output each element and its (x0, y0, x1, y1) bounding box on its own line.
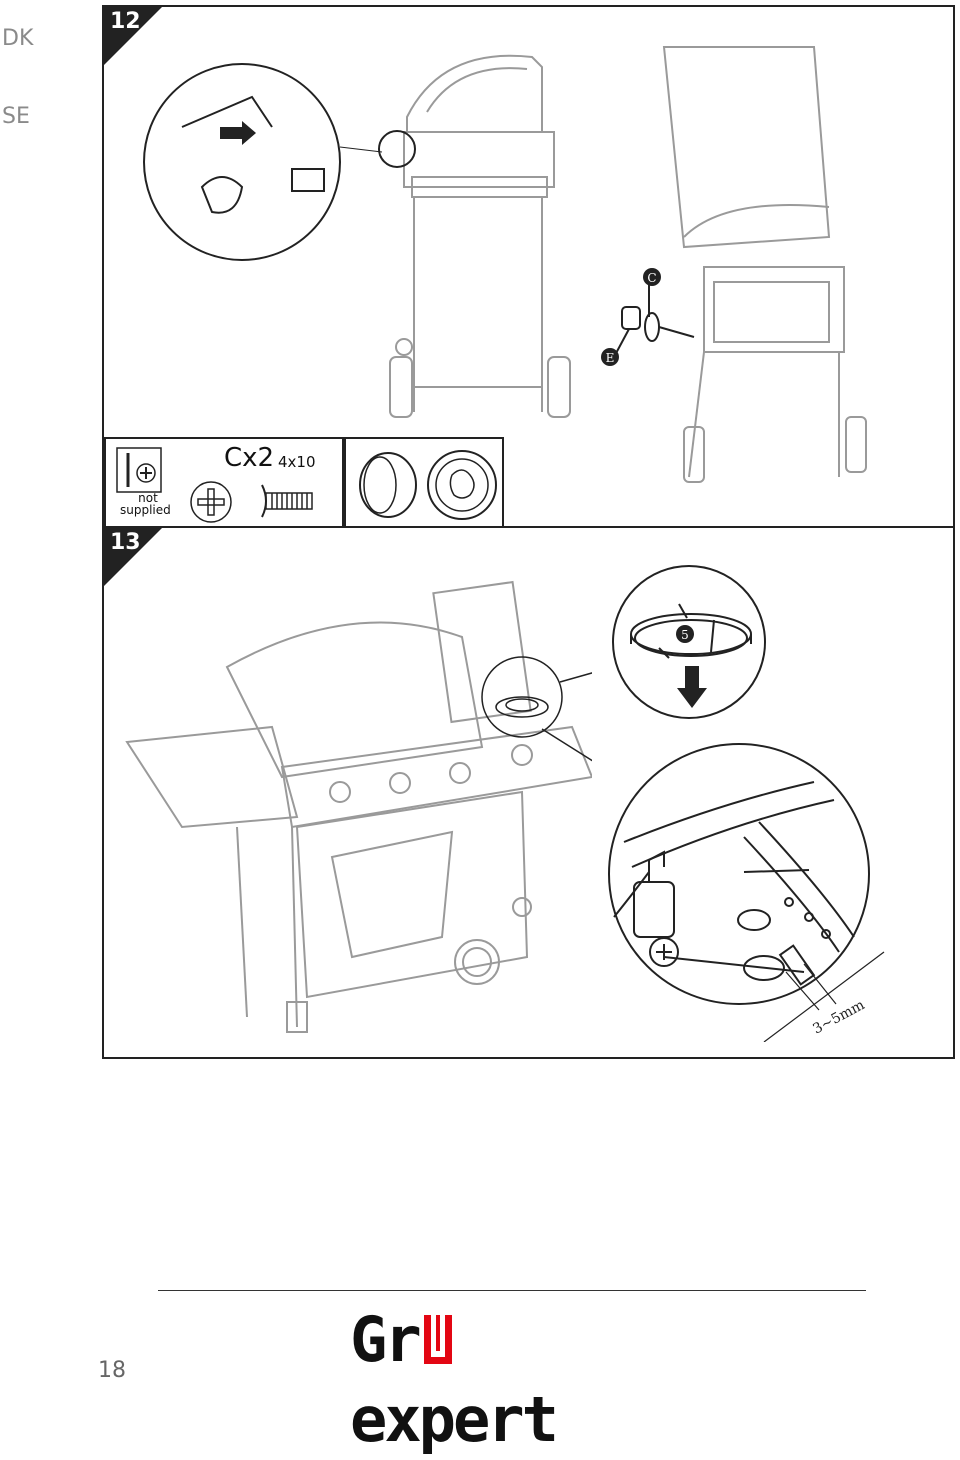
instruction-frame: 12 (102, 5, 955, 1059)
gap-measurement-label: 3~5mm (810, 997, 867, 1037)
callout-5-label: 5 (681, 628, 689, 642)
step-13-grill-illustration (125, 580, 592, 1033)
step-divider (104, 526, 953, 528)
step-12-tab: 12 (104, 7, 162, 65)
not-supplied-line2: supplied (120, 503, 171, 517)
step-12-grill-side-view (143, 54, 571, 418)
arrow-down-icon (677, 666, 707, 708)
step-13-tab: 13 (104, 528, 162, 586)
brand-logo-prefix: Gr (350, 1303, 422, 1376)
screw-icon (261, 484, 313, 518)
zoom-cooking-grate: 5 (612, 565, 766, 719)
control-knob-icon (359, 450, 497, 520)
callout-c-label: C (647, 271, 656, 285)
language-label-se: SE (2, 104, 30, 129)
brand-logo: Grexpert (350, 1300, 660, 1456)
footer-divider (158, 1290, 866, 1291)
phillips-head-icon (190, 481, 232, 523)
screw-code: Cx2 (224, 443, 275, 473)
zoom-igniter-gap: 3~5mm (608, 743, 885, 1042)
step-13-number: 13 (110, 530, 141, 555)
parts-panel-knob (344, 437, 504, 528)
brand-logo-suffix: expert (350, 1383, 559, 1456)
not-supplied-line1: not (138, 491, 158, 505)
page-number: 18 (98, 1358, 126, 1383)
step-12-grill-front-view: C E (601, 46, 867, 483)
step-12-number: 12 (110, 9, 141, 34)
callout-e-label: E (606, 351, 615, 365)
parts-panel-screws: not supplied Cx2 4x10 (104, 437, 344, 528)
brand-logo-mark (423, 1315, 452, 1364)
screw-size: 4x10 (278, 453, 316, 471)
screwdriver-icon (116, 447, 162, 493)
language-label-dk: DK (2, 26, 34, 51)
